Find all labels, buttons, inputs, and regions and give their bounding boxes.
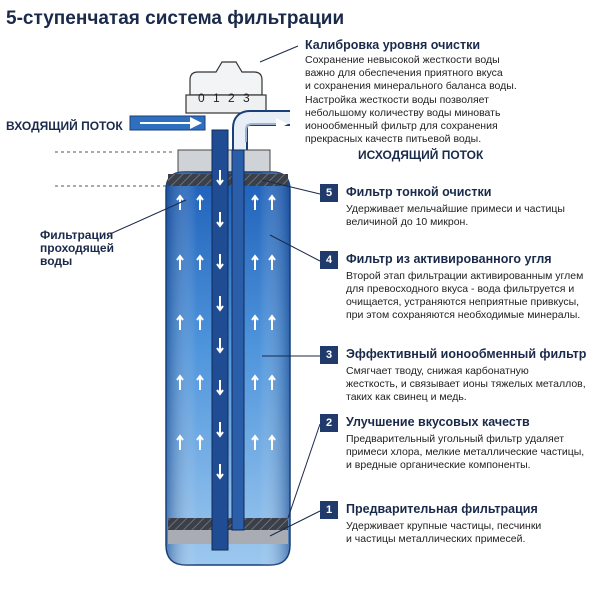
stage-title: Фильтр из активированного угля [346,252,552,266]
outgoing-pipe [232,110,290,150]
flow-arrow-up [251,194,259,210]
flow-arrow-up [176,374,184,390]
flow-arrow-down [216,296,224,312]
filtration-label-line: проходящей [40,241,114,255]
flow-arrow-up [251,434,259,450]
flow-arrow-down [216,422,224,438]
calibration-title: Калибровка уровня очистки [305,38,481,52]
stage-description-line: Смягчает тводу, снижая карбонатную [346,365,529,377]
flow-arrow-up [251,314,259,330]
flow-arrow-down [216,338,224,354]
stage-title: Эффективный ионообменный фильтр [346,347,587,361]
flow-arrow-up [268,434,276,450]
flow-arrow-up [196,254,204,270]
flow-arrow-up [196,194,204,210]
dial-number-2: 2 [228,91,235,105]
calibration-description-line: Настройка жесткости воды позволяет [305,93,489,106]
dial-number-0: 0 [198,91,205,105]
flow-arrow-down [216,212,224,228]
dial-number-1: 1 [213,91,220,105]
stage-description-line: Удерживает крупные частицы, песчинки [346,520,542,532]
flow-arrow-down [216,254,224,270]
stage-number-badge: 3 [320,346,338,364]
stage-description-line: для превосходного вкуса - вода фильтрует… [346,283,575,295]
calibration-description-line: важно для обеспечения приятного вкуса [305,67,503,80]
flow-arrow-up [268,374,276,390]
flow-arrow-up [268,254,276,270]
calibration-description-line: Сохранение невысокой жесткости воды [305,54,500,66]
stage-description-line: и вредные органические компоненты. [346,459,531,471]
stage-description-line: Удерживает мельчайшие примеси и частицы [346,203,565,215]
flow-arrow-up [176,254,184,270]
stage-description-line: примеси хлора, мелкие металлические част… [346,446,585,458]
dial-number-3: 3 [243,91,250,105]
stage-title: Улучшение вкусовых качеств [346,415,530,429]
page-title: 5-ступенчатая система фильтрации [6,8,345,29]
stage-description-line: Второй этап фильтрации активированным уг… [346,270,584,282]
filtration-label-line: воды [40,254,73,268]
leader-lines [109,45,321,537]
calibration-description-line: ионообменный фильтр для сохранения [305,120,498,133]
stage-number-badge: 5 [320,184,338,202]
calibration-description-line: прекрасных качеств питьевой воды. [305,133,482,146]
calibration-dial [185,61,267,114]
flow-arrow-down [216,380,224,396]
guide-lines [55,151,175,187]
flow-arrow-up [268,314,276,330]
stage-description-line: величиной до 10 микрон. [346,216,469,228]
flow-arrow-up [176,434,184,450]
stage-description-line: Предварительный угольный фильтр удаляет [346,433,565,445]
stage-description-line: таких как свинец и медь. [346,391,467,403]
stage-number-badge: 4 [320,251,338,269]
stage-number-badge: 1 [320,501,338,519]
outgoing-flow-label: ИСХОДЯЩИЙ ПОТОК [358,148,484,162]
flow-arrows [176,170,276,480]
incoming-flow-label: ВХОДЯЩИЙ ПОТОК [6,119,123,133]
stage-description-line: и частицы металлических примесей. [346,533,526,545]
flow-arrow-up [251,374,259,390]
stage-description-line: при этом сохраняются необходимые минерал… [346,309,581,321]
flow-arrow-up [196,374,204,390]
stage-description-line: жесткость, и связывает ионы тяжелых мета… [346,378,586,390]
stage-title: Фильтр тонкой очистки [346,185,492,199]
stage-title: Предварительная фильтрация [346,502,538,516]
incoming-pipe [129,115,206,131]
flow-arrow-up [176,314,184,330]
calibration-description-line: и сохранения минерального баланса воды. [305,80,517,93]
flow-arrow-up [251,254,259,270]
stage-description-line: очищается, устраняются неприятные привку… [346,296,580,308]
filtration-label-line: Фильтрация [40,228,114,242]
flow-arrow-up [196,434,204,450]
flow-arrow-down [216,170,224,186]
flow-arrow-down [216,464,224,480]
stage-description: Второй этап фильтрации активированным уг… [346,270,596,322]
calibration-description-line: небольшому количеству воды миновать [305,106,501,119]
stage-number-badge: 2 [320,414,338,432]
flow-arrow-up [196,314,204,330]
flow-arrow-up [268,194,276,210]
dial-numbers: 0 1 2 3 [198,91,250,105]
